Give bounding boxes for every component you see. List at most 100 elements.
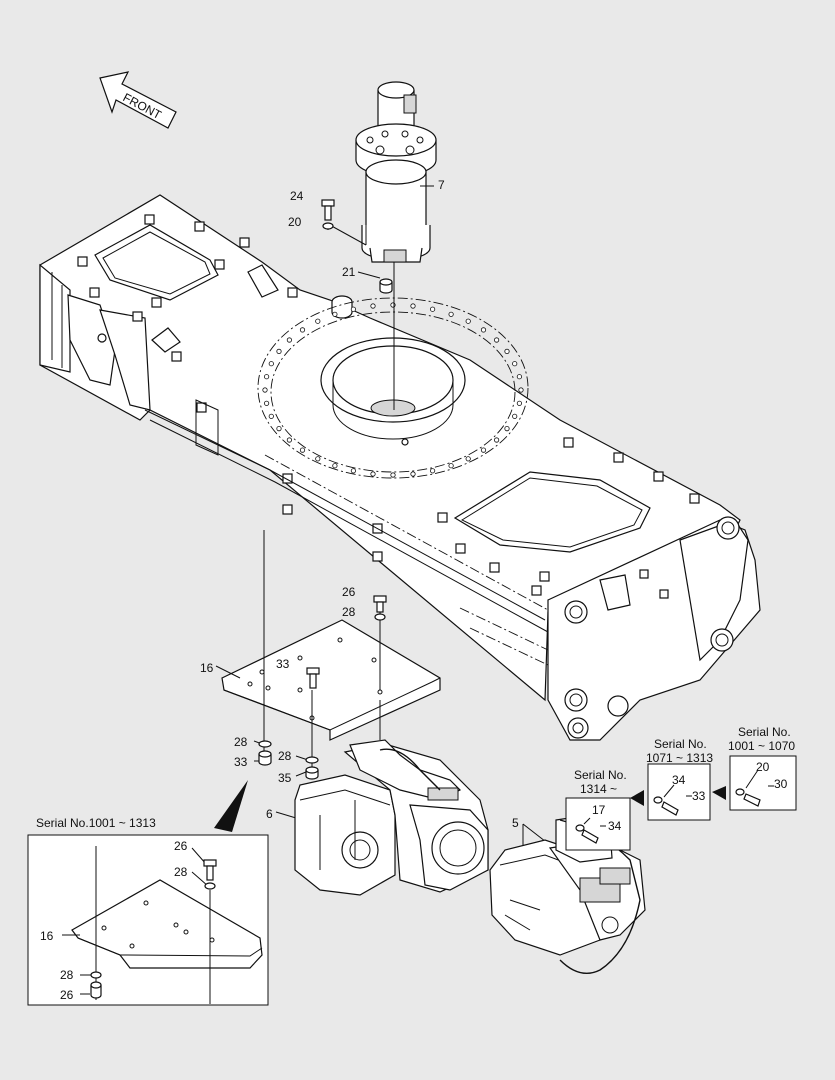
ring-bolt-hole	[480, 447, 487, 453]
label-6: 6	[266, 807, 273, 821]
ring-bolt-hole	[370, 303, 376, 309]
label-35: 35	[278, 771, 292, 785]
ring-bolt-hole	[286, 437, 292, 443]
label-5: 5	[512, 816, 519, 830]
label-16-inset: 16	[40, 929, 54, 943]
serial-1314-line2: 1314 ~	[580, 782, 617, 796]
label-28-inset-bottom: 28	[60, 968, 74, 982]
ring-bolt-hole	[448, 463, 454, 469]
ring-bolt-hole	[448, 311, 454, 317]
label-28-inset: 28	[174, 865, 188, 879]
swing-ring	[257, 297, 529, 479]
washer-20	[322, 222, 334, 230]
serial-1314-line1: Serial No.	[574, 768, 627, 782]
swivel-joint	[355, 81, 437, 263]
label-20-box3: 20	[756, 760, 770, 774]
ring-bolt-hole	[504, 425, 510, 432]
leader-lines-mid	[215, 530, 551, 859]
label-28-top: 28	[342, 605, 356, 619]
serial-box-1001	[729, 755, 797, 811]
ring-bolt-hole	[516, 374, 523, 380]
ring-bolt-hole	[504, 348, 510, 354]
upper-frame	[39, 194, 741, 702]
bolt-33-bottom	[258, 740, 272, 766]
ring-bolt-hole	[493, 337, 500, 343]
ring-bolt-hole	[410, 303, 416, 309]
arrow-icon-inset	[214, 780, 248, 832]
ring-bolt-hole	[465, 318, 471, 324]
ring-bolt-hole	[429, 306, 436, 312]
arrow-icon-box1	[630, 790, 644, 806]
bolt-33-box2	[653, 796, 679, 816]
ring-bolt-hole	[512, 361, 518, 367]
serial-inset: Serial No.1001 ~ 1313	[36, 816, 156, 830]
inset-box	[27, 834, 269, 1006]
label-21: 21	[342, 265, 356, 279]
ring-bolt-hole	[518, 387, 524, 393]
ring-bolt-hole	[429, 468, 436, 474]
ring-bolt-hole	[299, 327, 306, 333]
ring-bolt-hole	[350, 306, 356, 312]
ring-bolt-hole	[276, 348, 282, 354]
ring-bolt-hole	[332, 311, 338, 317]
ring-bolt-hole	[512, 413, 518, 419]
label-33-plate: 33	[276, 657, 290, 671]
label-33-box2: 33	[692, 789, 706, 803]
label-30: 30	[774, 777, 788, 791]
main-pump	[294, 739, 489, 896]
label-24: 24	[290, 189, 304, 203]
nut-35	[305, 756, 319, 780]
right-frame	[144, 399, 761, 741]
bolt-26-inset-bottom	[90, 971, 102, 999]
label-34-box2: 34	[672, 773, 686, 787]
bolt-24	[321, 199, 335, 221]
serial-1071-line2: 1071 ~ 1313	[646, 751, 713, 765]
ring-bolt-hole	[370, 471, 376, 477]
ring-bolt-hole	[286, 337, 292, 343]
label-33-left: 33	[234, 755, 248, 769]
ring-bolt-hole	[263, 374, 270, 380]
nut-21	[379, 278, 393, 294]
label-26-inset-bottom: 26	[60, 988, 74, 1002]
serial-box-1314	[565, 797, 631, 851]
serial-1071-line1: Serial No.	[654, 737, 707, 751]
ring-bolt-hole	[315, 456, 321, 462]
front-arrow-icon: FRONT	[99, 71, 177, 129]
ring-bolt-hole	[350, 468, 356, 474]
ring-bolt-hole	[465, 456, 471, 462]
label-7: 7	[438, 178, 445, 192]
label-20: 20	[288, 215, 302, 229]
ring-bolt-hole	[268, 361, 274, 367]
ring-bolt-hole	[262, 387, 268, 393]
arrow-icon-box2	[712, 786, 726, 800]
serial-1001-line1: Serial No.	[738, 725, 791, 739]
ring-bolt-hole	[315, 318, 321, 324]
ring-bolt-hole	[480, 327, 487, 333]
ring-bolt-hole	[276, 425, 282, 432]
ring-bolt-hole	[332, 463, 338, 469]
bolt-26-inset	[203, 859, 217, 890]
ring-bolt-hole	[390, 472, 396, 478]
label-28-mid: 28	[278, 749, 292, 763]
bolt-34-box1	[575, 824, 599, 844]
ring-bolt-hole	[390, 302, 396, 308]
bolt-33-plate	[306, 667, 320, 689]
cover-plate	[221, 619, 441, 741]
serial-box-1071	[647, 763, 711, 821]
serial-1001-line2: 1001 ~ 1070	[728, 739, 795, 753]
label-26-inset: 26	[174, 839, 188, 853]
ring-bolt-hole	[516, 400, 523, 406]
label-16: 16	[200, 661, 214, 675]
label-17: 17	[592, 803, 606, 817]
ring-bolt-hole	[268, 413, 274, 419]
ring-bolt-hole	[299, 447, 306, 453]
label-26-top: 26	[342, 585, 356, 599]
ring-bolt-hole	[263, 400, 270, 406]
leader-lines-top	[327, 185, 434, 410]
ring-bolt-hole	[493, 437, 500, 443]
bolt-26-top	[373, 595, 387, 621]
label-34-box1: 34	[608, 819, 622, 833]
ring-bolt-hole	[410, 471, 416, 477]
label-28-left: 28	[234, 735, 248, 749]
